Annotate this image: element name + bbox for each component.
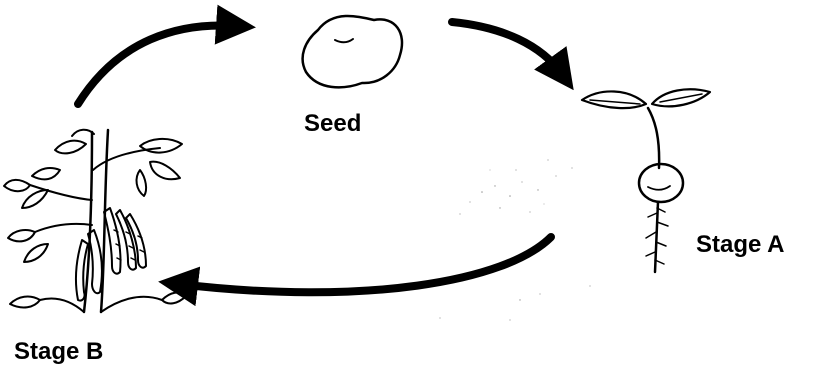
seedling-drawing	[582, 89, 710, 272]
seed-drawing	[303, 16, 402, 87]
arrow-stagea-to-stageb	[178, 237, 551, 292]
background-speckles	[439, 159, 590, 320]
arrow-seed-to-stagea	[452, 22, 562, 74]
arrow-stageb-to-seed	[78, 25, 236, 104]
seed-label: Seed	[304, 110, 361, 138]
stage-b-label: Stage B	[14, 338, 103, 366]
stage-a-label: Stage A	[696, 231, 784, 259]
mature-plant-drawing	[4, 130, 186, 312]
